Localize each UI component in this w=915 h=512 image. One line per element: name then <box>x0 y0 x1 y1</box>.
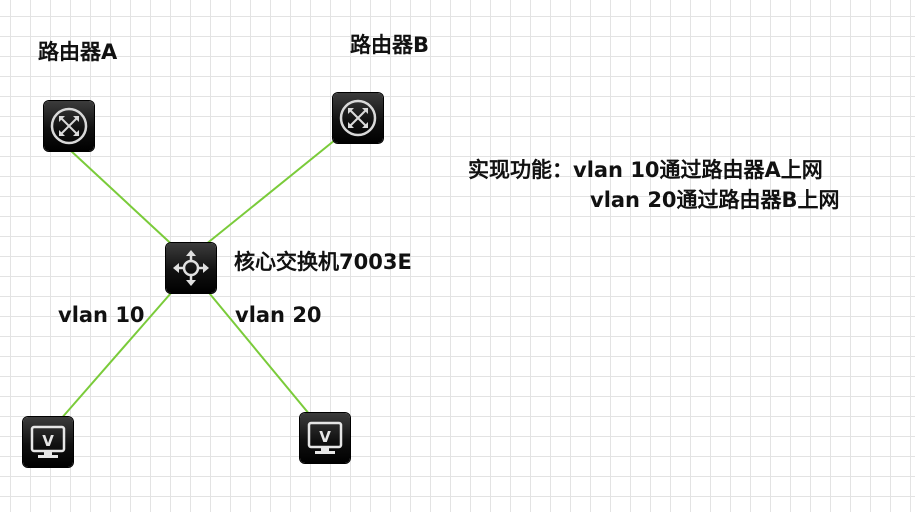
pc-vlan10[interactable]: V <box>23 417 73 467</box>
pc-glyph: V <box>319 428 331 446</box>
description-line-1: 实现功能：vlan 10通过路由器A上网 <box>468 158 823 182</box>
vlan10-label: vlan 10 <box>58 303 145 327</box>
vlan20-label: vlan 20 <box>235 303 322 327</box>
router-b-label: 路由器B <box>350 33 430 57</box>
router-b[interactable] <box>333 93 383 143</box>
monitor-icon: V <box>307 421 343 454</box>
link-core-pc-vlan10 <box>59 284 179 421</box>
router-icon <box>339 99 377 137</box>
router-a[interactable] <box>44 101 94 151</box>
pc-glyph: V <box>42 432 54 450</box>
router-a-label: 路由器A <box>38 40 118 64</box>
core-switch-label: 核心交换机7003E <box>234 250 412 274</box>
link-core-pc-vlan20 <box>204 287 311 416</box>
core-switch[interactable] <box>166 243 216 293</box>
switch-icon <box>173 250 209 286</box>
monitor-icon: V <box>30 425 66 458</box>
link-router-b-core <box>204 139 336 246</box>
router-icon <box>50 107 88 145</box>
description-line-2: vlan 20通过路由器B上网 <box>590 188 840 212</box>
link-router-a-core <box>69 149 181 253</box>
pc-vlan20[interactable]: V <box>300 413 350 463</box>
